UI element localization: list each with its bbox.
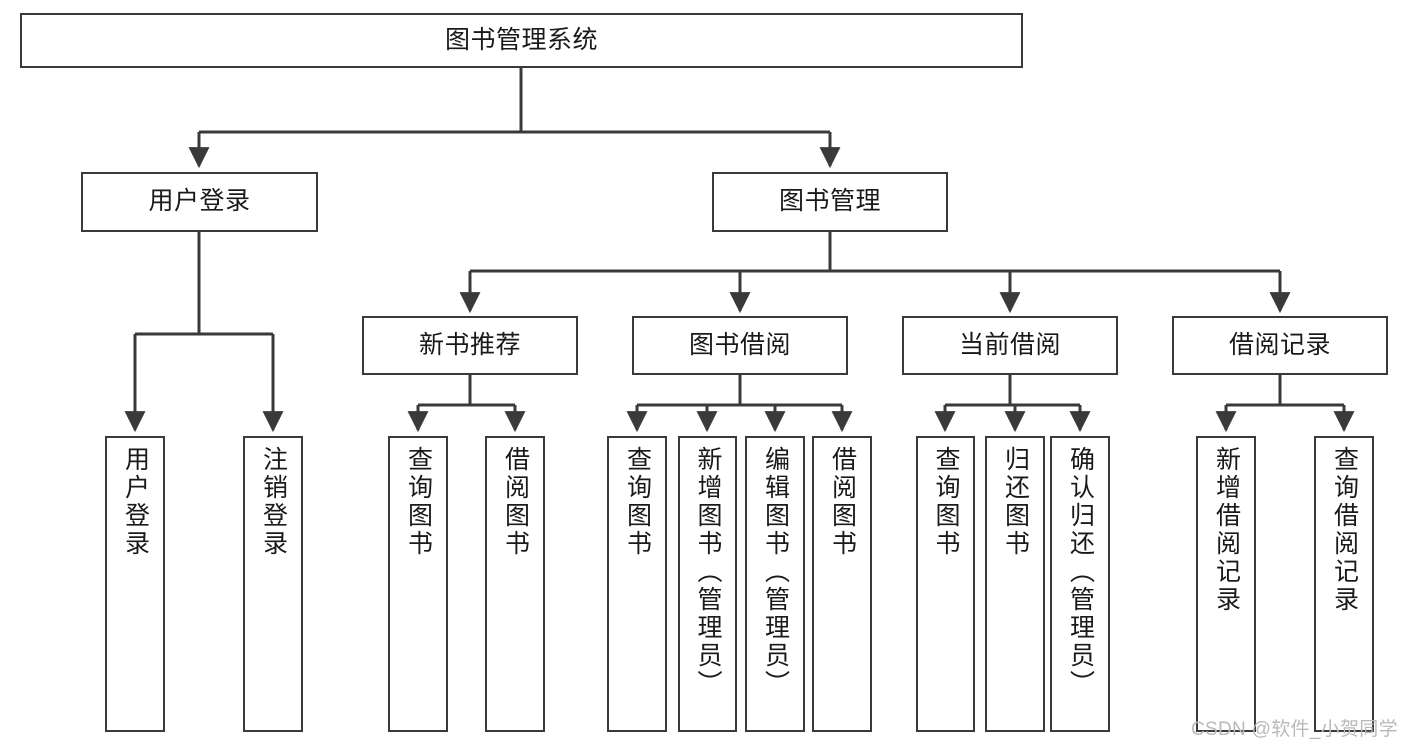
node-leaf-query-book-2-label: 查询图书: [623, 446, 652, 558]
node-leaf-edit-book-label: 编辑图书（管理员）: [761, 446, 790, 698]
node-leaf-add-record[interactable]: 新增借阅记录: [1196, 436, 1256, 732]
node-current-borrow[interactable]: 当前借阅: [902, 316, 1118, 375]
node-leaf-query-book-3[interactable]: 查询图书: [916, 436, 975, 732]
node-leaf-borrow-book-1[interactable]: 借阅图书: [485, 436, 545, 732]
node-root[interactable]: 图书管理系统: [20, 13, 1023, 68]
node-book-management[interactable]: 图书管理: [712, 172, 948, 232]
node-leaf-query-book-2[interactable]: 查询图书: [607, 436, 667, 732]
node-leaf-user-login[interactable]: 用户登录: [105, 436, 165, 732]
node-leaf-logout-label: 注销登录: [259, 446, 288, 558]
node-user-login[interactable]: 用户登录: [81, 172, 318, 232]
node-leaf-user-login-label: 用户登录: [121, 446, 150, 558]
node-leaf-add-book[interactable]: 新增图书（管理员）: [678, 436, 737, 732]
node-leaf-query-book-1[interactable]: 查询图书: [388, 436, 448, 732]
node-new-book-recommend[interactable]: 新书推荐: [362, 316, 578, 375]
node-new-book-recommend-label: 新书推荐: [418, 330, 521, 359]
node-leaf-logout[interactable]: 注销登录: [243, 436, 303, 732]
node-leaf-return-book-label: 归还图书: [1001, 446, 1030, 558]
node-borrow-record[interactable]: 借阅记录: [1172, 316, 1388, 375]
node-leaf-borrow-book-2[interactable]: 借阅图书: [812, 436, 872, 732]
node-leaf-borrow-book-1-label: 借阅图书: [501, 446, 530, 558]
node-leaf-edit-book[interactable]: 编辑图书（管理员）: [745, 436, 805, 732]
node-book-management-label: 图书管理: [778, 187, 881, 216]
node-user-login-label: 用户登录: [148, 187, 251, 216]
node-book-borrow-label: 图书借阅: [688, 330, 791, 359]
node-leaf-borrow-book-2-label: 借阅图书: [828, 446, 857, 558]
node-leaf-add-record-label: 新增借阅记录: [1212, 446, 1241, 614]
node-leaf-query-book-3-label: 查询图书: [932, 446, 960, 558]
node-leaf-query-book-1-label: 查询图书: [404, 446, 433, 558]
node-current-borrow-label: 当前借阅: [958, 330, 1061, 359]
node-leaf-confirm-return[interactable]: 确认归还（管理员）: [1050, 436, 1110, 732]
node-book-borrow[interactable]: 图书借阅: [632, 316, 848, 375]
node-leaf-add-book-label: 新增图书（管理员）: [694, 446, 722, 698]
node-borrow-record-label: 借阅记录: [1228, 330, 1331, 359]
node-leaf-return-book[interactable]: 归还图书: [985, 436, 1045, 732]
node-leaf-confirm-return-label: 确认归还（管理员）: [1066, 446, 1095, 698]
node-root-label: 图书管理系统: [444, 25, 598, 54]
node-leaf-query-record[interactable]: 查询借阅记录: [1314, 436, 1374, 732]
node-leaf-query-record-label: 查询借阅记录: [1330, 446, 1359, 614]
